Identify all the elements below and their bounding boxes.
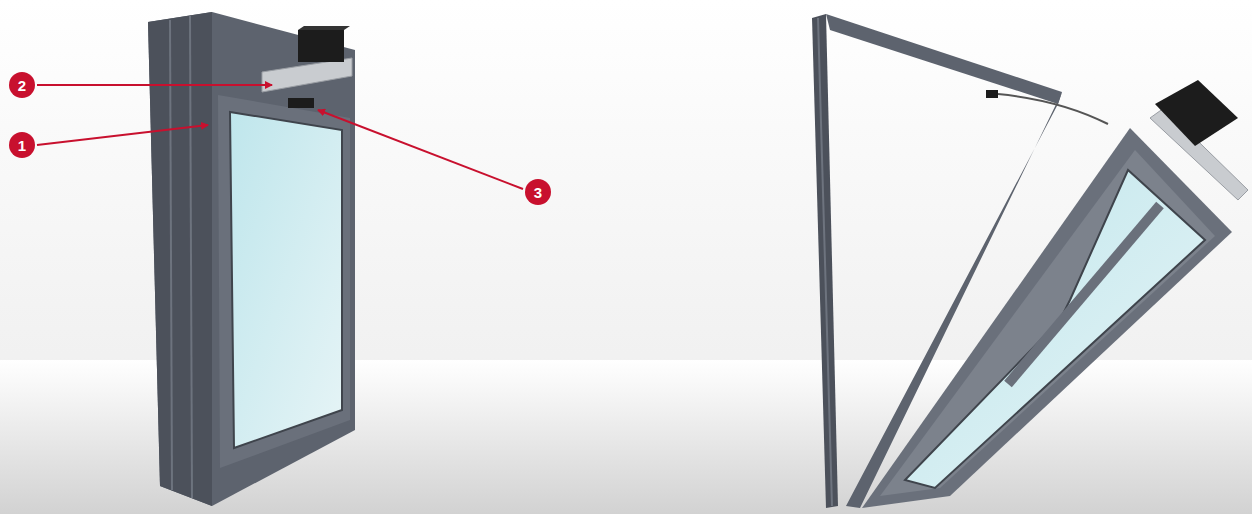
callout-badge: 3 [525,179,551,205]
callout-badge: 1 [9,132,35,158]
callout-number: 3 [534,185,542,200]
callout-number: 2 [18,78,26,93]
callout-number: 1 [18,138,26,153]
callout-badge: 2 [9,72,35,98]
